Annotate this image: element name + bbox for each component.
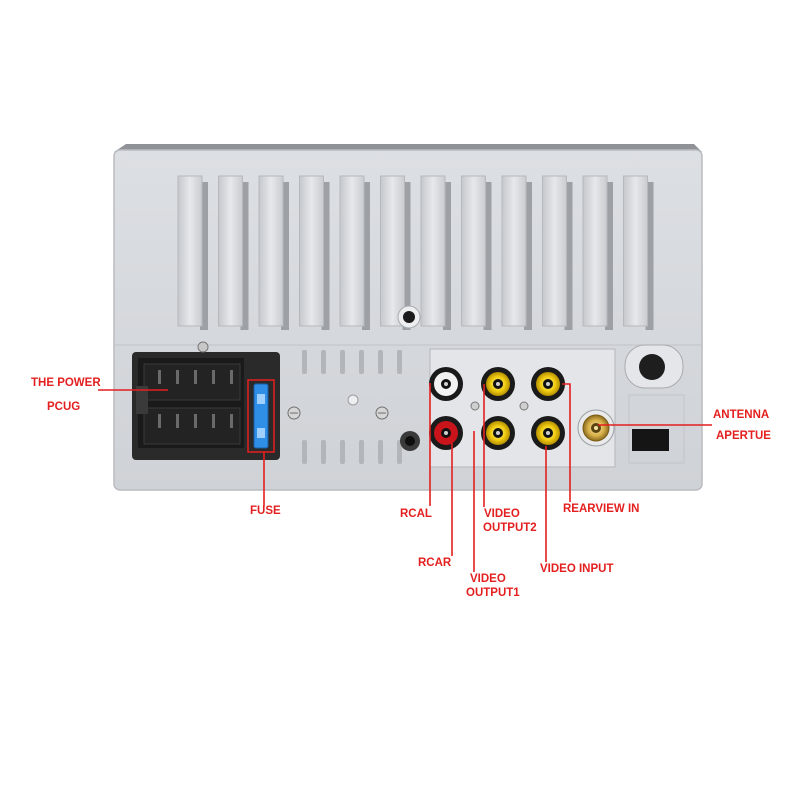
vent-slot — [321, 440, 326, 464]
aux-jack — [400, 431, 420, 451]
connector-pin — [194, 414, 197, 428]
label-antenna-line2: APERTUE — [716, 430, 771, 442]
rca-panel — [429, 348, 616, 468]
heat-sink-fin — [177, 175, 203, 327]
connector-pin — [230, 414, 233, 428]
label-video-output1-line2: OUTPUT1 — [466, 587, 520, 599]
antenna-socket — [577, 409, 615, 447]
vent-slot — [302, 350, 307, 374]
heat-sink-fin — [420, 175, 446, 327]
callout-leader-lines — [98, 383, 712, 572]
heat-sink-fin — [461, 175, 486, 327]
rca-rearview-in — [531, 367, 565, 401]
connector-pin — [158, 414, 161, 428]
label-video-output2-line2: OUTPUT2 — [483, 522, 537, 534]
label-video-input: VIDEO INPUT — [540, 563, 614, 575]
connector-pin — [212, 370, 215, 384]
heat-sink-fin — [380, 175, 405, 327]
right-mounting-features — [624, 344, 685, 464]
heat-sink-fins — [177, 175, 654, 330]
rca-video-output2 — [481, 367, 515, 401]
rca-jacks — [429, 367, 565, 450]
heat-sink-fin — [582, 175, 608, 327]
vent-slot — [359, 350, 364, 374]
vent-slot — [378, 350, 383, 374]
label-power-plug-line2: PCUG — [47, 401, 81, 413]
heat-sink-fin — [299, 175, 324, 327]
heat-sink-fin — [339, 175, 365, 327]
rca-video-output1 — [481, 416, 515, 450]
vent-slot — [302, 440, 307, 464]
vent-slot — [359, 440, 364, 464]
mounting-hole-top — [397, 305, 421, 329]
connector-pin — [176, 414, 179, 428]
heat-sink-fin — [501, 175, 527, 327]
label-rcal: RCAL — [400, 508, 432, 520]
rca-video-input — [531, 416, 565, 450]
vent-slot — [340, 350, 345, 374]
vent-slot — [321, 350, 326, 374]
vent-slot — [397, 440, 402, 464]
rca-left-white — [429, 367, 463, 401]
heat-sink-fin — [218, 175, 243, 327]
connector-pin — [158, 370, 161, 384]
connector-pin — [194, 370, 197, 384]
connector-pin — [230, 370, 233, 384]
heat-sink-fin — [258, 175, 284, 327]
leader-rearview-in — [562, 383, 571, 502]
vent-slot — [378, 440, 383, 464]
label-rearview-in: REARVIEW IN — [563, 503, 640, 515]
label-rcar: RCAR — [418, 557, 452, 569]
label-power-plug-line1: THE POWER — [31, 377, 101, 389]
vent-slot — [397, 350, 402, 374]
power-plug-connector — [132, 341, 280, 460]
fuse — [247, 379, 275, 453]
heat-sink-fin — [623, 175, 648, 327]
housing-screws — [287, 394, 389, 420]
heat-sink-fin — [542, 175, 567, 327]
connector-pins — [158, 370, 233, 428]
label-antenna-line1: ANTENNA — [713, 409, 770, 421]
connector-pin — [212, 414, 215, 428]
vent-slots — [302, 350, 402, 464]
connector-pin — [176, 370, 179, 384]
rca-right-red — [429, 416, 463, 450]
label-video-output2-line1: VIDEO — [484, 508, 520, 520]
vent-slot — [340, 440, 345, 464]
label-video-output1-line1: VIDEO — [470, 573, 506, 585]
label-fuse: FUSE — [250, 505, 281, 517]
